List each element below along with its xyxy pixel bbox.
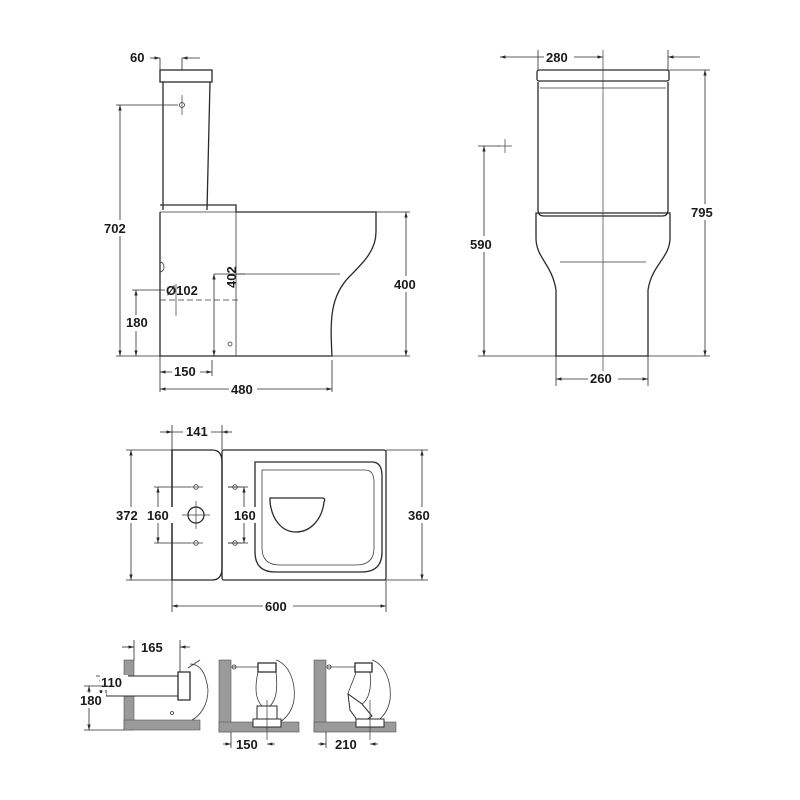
dim-wall-to-center: 165 xyxy=(141,640,163,655)
dim-floor-offset-a: 150 xyxy=(236,737,258,752)
plan-seat-lid xyxy=(254,461,383,573)
plan-seat-inner xyxy=(261,469,375,566)
dim-fixing-spacing-right: 160 xyxy=(234,508,256,523)
dim-base-width: 260 xyxy=(590,371,612,386)
front-pan-body xyxy=(535,212,671,357)
side-pan-body xyxy=(159,204,377,357)
front-view: 280 590 795 260 xyxy=(468,49,720,386)
plan-view: 141 372 160 160 360 600 xyxy=(114,424,436,614)
plan-seat-hinge-cutout xyxy=(269,497,326,533)
dim-overall-depth: 600 xyxy=(265,599,287,614)
dim-cistern-width: 280 xyxy=(546,50,568,65)
plan-pan-outline xyxy=(221,449,387,581)
dim-pipe-height: 180 xyxy=(80,693,102,708)
dim-total-height: 702 xyxy=(104,221,126,236)
dim-plan-cistern-depth: 141 xyxy=(186,424,208,439)
dim-outlet-height: 402 xyxy=(224,266,239,288)
dim-seat-width: 360 xyxy=(408,508,430,523)
side-cistern-lid xyxy=(159,69,213,83)
dim-floor-offset-b: 210 xyxy=(335,737,357,752)
dim-outlet-offset: 150 xyxy=(174,364,196,379)
install-detail-floor-a: 150 xyxy=(218,659,300,752)
dim-water-inlet-height: 590 xyxy=(470,237,492,252)
dim-overall-height: 795 xyxy=(691,205,713,220)
install-detail-floor-b: 210 xyxy=(313,659,397,752)
side-cistern-body xyxy=(162,81,211,211)
dim-outlet-diameter: Ø102 xyxy=(166,283,198,298)
dim-cistern-depth: 60 xyxy=(130,50,144,65)
dim-pipe-diameter: 110 xyxy=(101,675,122,690)
side-view: 60 702 402 400 Ø102 180 150 480 xyxy=(103,50,421,397)
dim-pan-height: 400 xyxy=(394,277,416,292)
dim-cistern-length: 372 xyxy=(116,508,138,523)
install-detail-horizontal: 165 110 180 xyxy=(78,640,209,731)
dim-fixing-spacing-left: 160 xyxy=(147,508,169,523)
dim-outlet-center: 180 xyxy=(126,315,148,330)
dim-projection: 480 xyxy=(231,382,253,397)
